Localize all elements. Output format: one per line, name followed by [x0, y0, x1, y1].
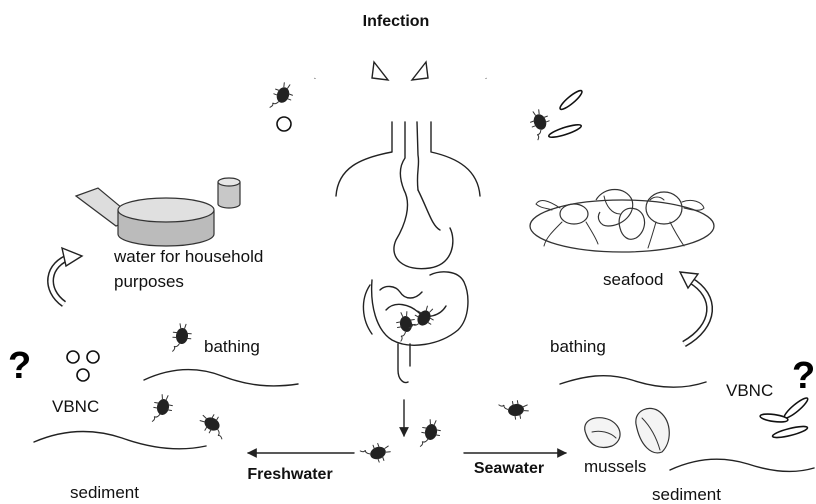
- seawater-wave: [560, 376, 706, 387]
- bacterium-icon: [499, 399, 530, 422]
- label-bathing-left: bathing: [204, 337, 260, 356]
- bacterium-icon: [360, 440, 392, 466]
- label-bathing-right: bathing: [550, 337, 606, 356]
- vbnc-round-cell-icon: [277, 117, 291, 131]
- question-mark-right: ?: [792, 355, 815, 397]
- question-mark-left: ?: [8, 345, 31, 387]
- label-seawater: Seawater: [474, 460, 544, 477]
- mussel-shells-icon: [585, 408, 670, 452]
- label-purposes: purposes: [114, 272, 184, 291]
- label-freshwater: Freshwater: [247, 466, 332, 483]
- digestive-tract-icon: [336, 122, 480, 383]
- bacterium-icon: [172, 323, 192, 352]
- elongated-cell-icon: [760, 413, 789, 424]
- label-sediment-left: sediment: [70, 483, 139, 502]
- elongated-cell-icon: [558, 88, 584, 111]
- label-mussels: mussels: [584, 457, 646, 476]
- label-vbnc-right: VBNC: [726, 381, 773, 400]
- vbnc-round-cell-icon: [87, 351, 99, 363]
- bacterium-icon: [395, 311, 418, 342]
- label-water-household: water for household: [113, 247, 263, 266]
- elongated-cell-icon: [772, 424, 809, 440]
- bacterium-icon: [151, 394, 174, 425]
- curved-arrow-icon: [315, 56, 388, 80]
- sediment-wave-right: [670, 459, 814, 471]
- elongated-cell-icon: [548, 122, 582, 139]
- label-sediment-right: sediment: [652, 485, 721, 504]
- curved-arrow-icon: [680, 272, 710, 344]
- vbnc-round-cell-icon: [67, 351, 79, 363]
- water-basin-icon: [76, 178, 240, 246]
- label-seafood: seafood: [603, 270, 664, 289]
- bacterium-icon: [419, 419, 442, 450]
- curved-arrow-icon: [51, 248, 82, 304]
- freshwater-wave: [144, 370, 298, 386]
- bacterium-icon: [269, 81, 295, 113]
- sediment-wave-left: [34, 432, 206, 449]
- vbnc-round-cell-icon: [77, 369, 89, 381]
- label-vbnc-left: VBNC: [52, 397, 99, 416]
- bacterium-icon: [197, 410, 230, 440]
- elongated-cell-icon: [782, 396, 809, 421]
- title-infection: Infection: [363, 13, 430, 30]
- shrimp-crab-plate-icon: [530, 190, 714, 253]
- curved-arrow-icon: [412, 56, 486, 80]
